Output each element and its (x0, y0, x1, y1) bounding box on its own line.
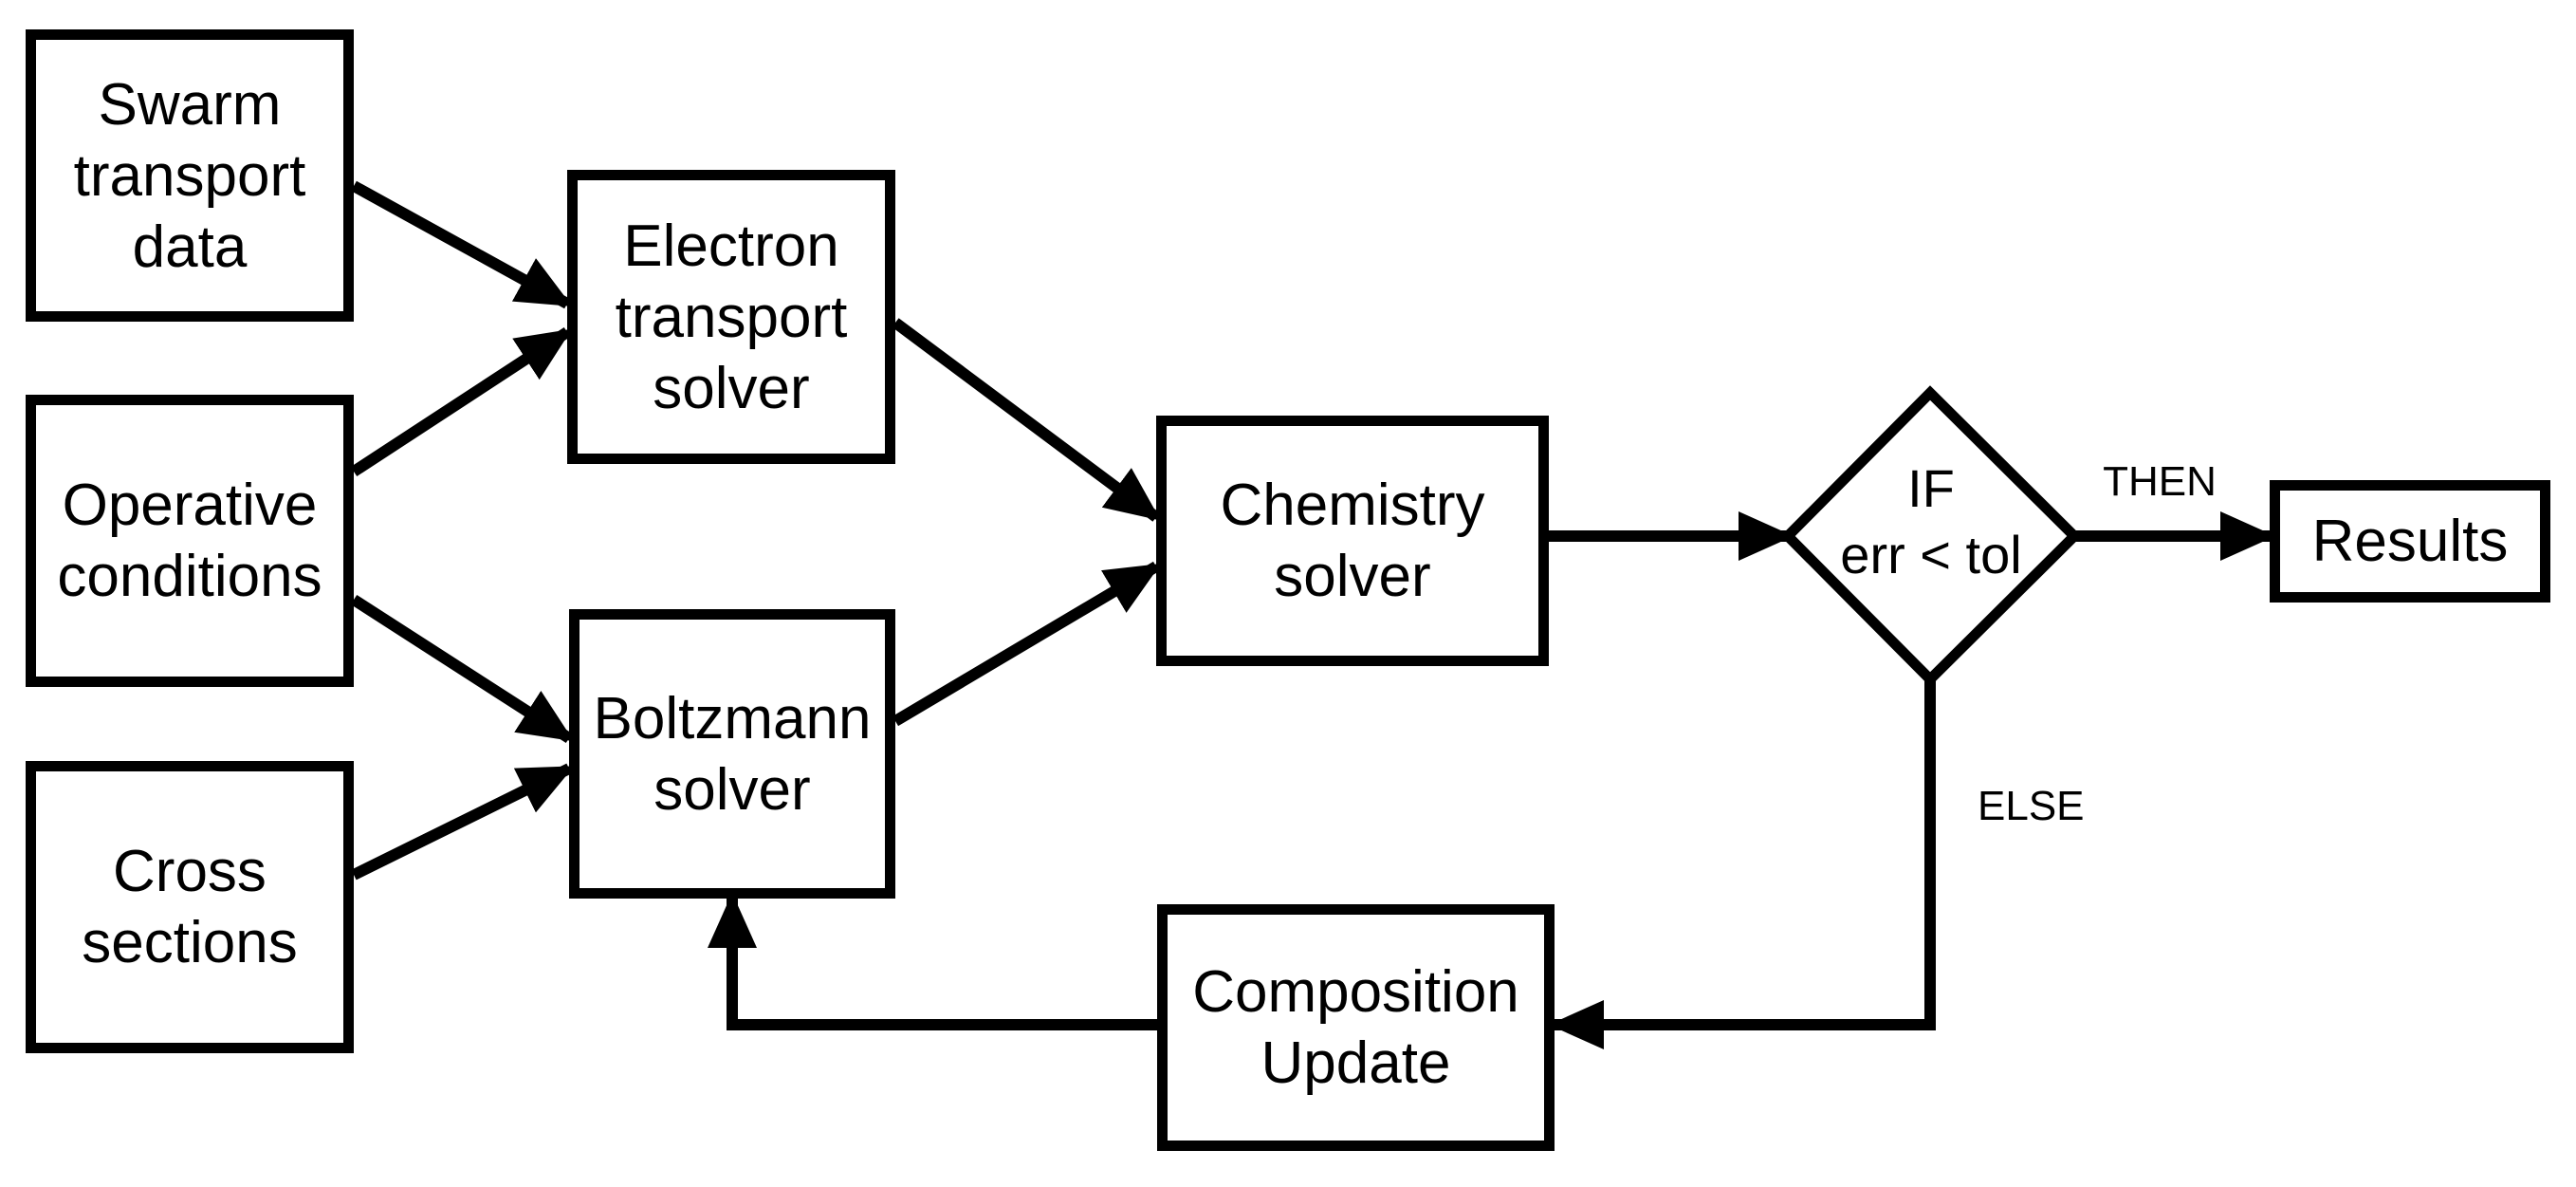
node-electron-transport-solver: Electron transport solver (567, 170, 895, 464)
edge-cross-to-boltzmann (351, 763, 575, 881)
node-chemistry-solver-label: Chemistry solver (1220, 473, 1485, 609)
edge-label-else: ELSE (1978, 783, 2085, 829)
node-chemistry-solver: Chemistry solver (1156, 416, 1549, 666)
node-decision-label: IF err < tol (1840, 458, 2022, 584)
node-results: Results (2270, 480, 2550, 603)
edge-operative-to-electron (350, 326, 573, 477)
edge-operative-to-boltzmann (350, 594, 575, 744)
node-results-label: Results (2311, 509, 2509, 574)
edge-composition-to-boltzmann (708, 893, 1157, 1030)
node-swarm-transport-data-label: Swarm transport data (73, 71, 306, 280)
edge-electron-to-chemistry (892, 318, 1161, 522)
node-cross-sections-label: Cross sections (82, 839, 298, 975)
node-operative-conditions-label: Operative conditions (57, 473, 322, 609)
node-composition-update: Composition Update (1157, 904, 1555, 1151)
edge-label-then: THEN (2103, 458, 2217, 505)
edge-decision-to-composition-else (1549, 679, 1936, 1049)
node-decision-if-err-tol: IF err < tol (1788, 380, 2074, 664)
node-cross-sections: Cross sections (26, 761, 354, 1053)
node-operative-conditions: Operative conditions (26, 395, 354, 687)
node-boltzmann-solver-label: Boltzmann solver (593, 685, 872, 823)
edge-boltzmann-to-chemistry (892, 561, 1162, 727)
node-electron-transport-solver-label: Electron transport solver (615, 213, 848, 421)
decision-diamond-shape (1780, 385, 2082, 687)
edge-swarm-to-electron (351, 180, 573, 309)
node-swarm-transport-data: Swarm transport data (26, 29, 354, 322)
node-boltzmann-solver: Boltzmann solver (569, 609, 895, 899)
node-composition-update-label: Composition Update (1192, 959, 1519, 1096)
